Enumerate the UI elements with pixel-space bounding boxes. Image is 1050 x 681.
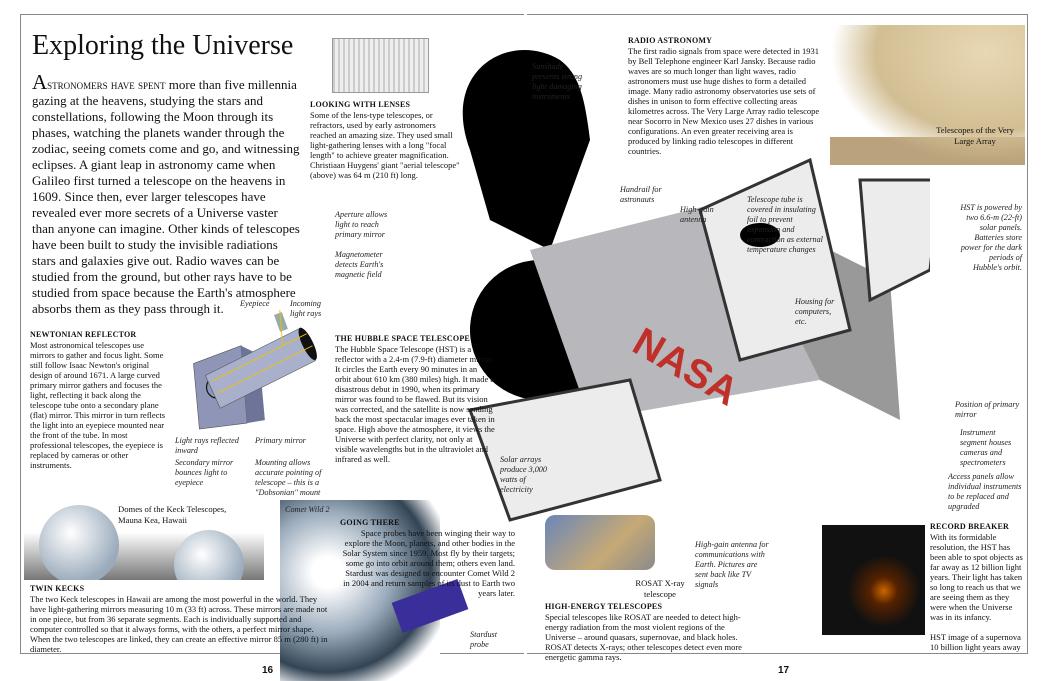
rosat-image xyxy=(545,515,655,570)
drop-cap: A xyxy=(32,70,48,94)
keck-text: The two Keck telescopes in Hawaii are am… xyxy=(30,594,328,654)
label-access: Access panels allow individual instrumen… xyxy=(948,472,1022,511)
going-text: Space probes have been winging their way… xyxy=(342,528,515,598)
rosat-caption: ROSAT X-ray telescope xyxy=(635,578,685,599)
page-number-right: 17 xyxy=(778,665,790,676)
hubble-text: The Hubble Space Telescope (HST) is a re… xyxy=(335,344,495,464)
right-page-frame xyxy=(527,14,1028,654)
radio-heading: RADIO ASTRONOMY xyxy=(628,36,713,45)
label-eyepiece: Eyepiece xyxy=(240,299,270,308)
label-housing: Housing for computers, etc. xyxy=(795,297,835,326)
label-power: HST is powered by two 6.6-m (22-ft) sola… xyxy=(960,203,1022,272)
hubble-heading: THE HUBBLE SPACE TELESCOPE xyxy=(335,334,470,343)
very-large-array-photo xyxy=(830,25,1025,165)
left-page-frame xyxy=(20,14,524,654)
newtonian-heading: NEWTONIAN REFLECTOR xyxy=(30,330,137,339)
record-heading: RECORD BREAKER xyxy=(930,522,1010,531)
keck-caption: Domes of the Keck Telescopes, Mauna Kea,… xyxy=(118,504,227,525)
high-energy-text: Special telescopes like ROSAT are needed… xyxy=(545,612,742,662)
page-title: Exploring the Universe xyxy=(32,30,294,61)
label-comms: High-gain antenna for communications wit… xyxy=(695,540,769,589)
supernova-caption: HST image of a supernova 10 billion ligh… xyxy=(930,632,1021,652)
supernova-image xyxy=(822,525,925,635)
lenses-heading: LOOKING WITH LENSES xyxy=(310,100,411,109)
intro-text: Astronomers have spent more than five mi… xyxy=(32,72,302,317)
keck-heading: TWIN KECKS xyxy=(30,584,85,593)
vla-caption: Telescopes of the Very Large Array xyxy=(936,125,1014,146)
newtonian-telescope-illustration xyxy=(193,310,317,430)
record-text: With its formidable resolution, the HST … xyxy=(930,532,1023,622)
label-sunshade: Sunshade prevents strong light damaging … xyxy=(532,62,583,101)
label-handrail: Handrail for astronauts xyxy=(620,185,662,204)
high-energy-heading: HIGH-ENERGY TELESCOPES xyxy=(545,602,663,611)
comet-image xyxy=(280,500,440,681)
label-primary-mirror: Primary mirror xyxy=(255,436,306,445)
intro-lead: stronomers have spent xyxy=(47,77,166,92)
label-mounting: Mounting allows accurate pointing of tel… xyxy=(255,458,322,497)
lenses-text: Some of the lens-type telescopes, or ref… xyxy=(310,110,460,180)
label-foil: Telescope tube is covered in insulating … xyxy=(747,195,823,254)
hubble-illustration: NASA xyxy=(462,50,930,522)
aerial-telescope-engraving xyxy=(332,38,429,93)
label-secondary-mirror: Secondary mirror bounces light to eyepie… xyxy=(175,458,234,487)
label-magnetometer: Magnetometer detects Earth's magnetic fi… xyxy=(335,250,384,279)
label-comet: Comet Wild 2 xyxy=(285,505,330,514)
label-aperture: Aperture allows light to reach primary m… xyxy=(335,210,388,239)
label-stardust: Stardust probe xyxy=(470,630,497,649)
label-instrument: Instrument segment houses cameras and sp… xyxy=(960,428,1012,467)
newtonian-text: Most astronomical telescopes use mirrors… xyxy=(30,340,166,470)
label-antenna: High-gain antenna xyxy=(680,205,714,224)
page-number-left: 16 xyxy=(262,665,274,676)
keck-domes-photo xyxy=(24,500,264,580)
label-reflected: Light rays reflected inward xyxy=(175,436,239,455)
label-primary-position: Position of primary mirror xyxy=(955,400,1020,419)
label-incoming: Incoming light rays xyxy=(290,299,322,318)
going-heading: GOING THERE xyxy=(340,518,400,527)
intro-body: more than five millennia gazing at the h… xyxy=(32,77,300,316)
radio-text: The first radio signals from space were … xyxy=(628,46,820,156)
label-solar: Solar arrays produce 3,000 watts of elec… xyxy=(500,455,547,494)
